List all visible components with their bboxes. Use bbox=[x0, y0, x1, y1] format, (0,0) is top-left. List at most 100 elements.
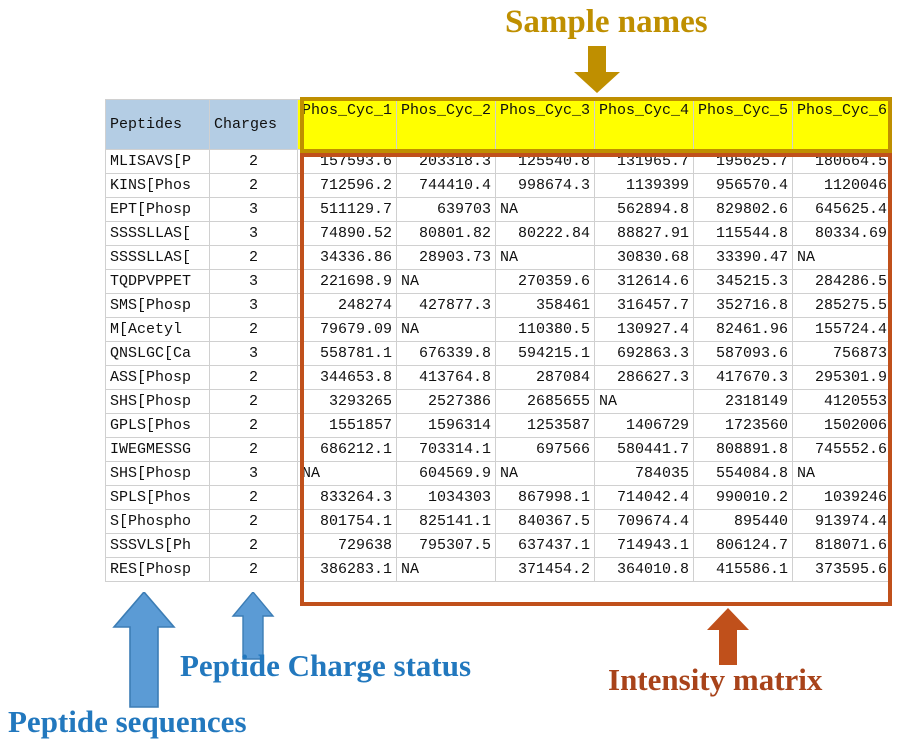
cell-intensity[interactable]: 587093.6 bbox=[693, 341, 793, 366]
cell-intensity[interactable]: 895440 bbox=[693, 509, 793, 534]
cell-charge[interactable]: 2 bbox=[209, 365, 298, 390]
cell-charge[interactable]: 2 bbox=[209, 149, 298, 174]
cell-intensity[interactable]: 558781.1 bbox=[297, 341, 397, 366]
cell-intensity[interactable]: 115544.8 bbox=[693, 221, 793, 246]
cell-intensity[interactable]: 316457.7 bbox=[594, 293, 694, 318]
cell-intensity[interactable]: 808891.8 bbox=[693, 437, 793, 462]
cell-intensity[interactable]: NA bbox=[495, 461, 595, 486]
cell-intensity[interactable]: 2527386 bbox=[396, 389, 496, 414]
cell-intensity[interactable]: 692863.3 bbox=[594, 341, 694, 366]
cell-charge[interactable]: 3 bbox=[209, 221, 298, 246]
cell-intensity[interactable]: 1551857 bbox=[297, 413, 397, 438]
cell-intensity[interactable]: 1596314 bbox=[396, 413, 496, 438]
cell-intensity[interactable]: NA bbox=[396, 557, 496, 582]
cell-intensity[interactable]: 1406729 bbox=[594, 413, 694, 438]
cell-intensity[interactable]: NA bbox=[396, 317, 496, 342]
cell-charge[interactable]: 2 bbox=[209, 317, 298, 342]
cell-charge[interactable]: 3 bbox=[209, 197, 298, 222]
cell-intensity[interactable]: 2685655 bbox=[495, 389, 595, 414]
cell-intensity[interactable]: 371454.2 bbox=[495, 557, 595, 582]
cell-intensity[interactable]: 990010.2 bbox=[693, 485, 793, 510]
cell-intensity[interactable]: 913974.4 bbox=[792, 509, 892, 534]
cell-charge[interactable]: 3 bbox=[209, 293, 298, 318]
cell-peptide[interactable]: SSSSLLAS[ bbox=[105, 245, 210, 270]
cell-peptide[interactable]: RES[Phosp bbox=[105, 557, 210, 582]
cell-peptide[interactable]: SSSVLS[Ph bbox=[105, 533, 210, 558]
cell-intensity[interactable]: 729638 bbox=[297, 533, 397, 558]
cell-intensity[interactable]: NA bbox=[396, 269, 496, 294]
cell-intensity[interactable]: 676339.8 bbox=[396, 341, 496, 366]
cell-intensity[interactable]: 795307.5 bbox=[396, 533, 496, 558]
cell-intensity[interactable]: NA bbox=[792, 461, 892, 486]
cell-intensity[interactable]: 801754.1 bbox=[297, 509, 397, 534]
column-header-peptides[interactable]: Peptides bbox=[105, 99, 210, 150]
column-header-sample-5[interactable]: Phos_Cyc_5 bbox=[693, 99, 793, 150]
cell-intensity[interactable]: 712596.2 bbox=[297, 173, 397, 198]
cell-intensity[interactable]: 33390.47 bbox=[693, 245, 793, 270]
cell-intensity[interactable]: 637437.1 bbox=[495, 533, 595, 558]
cell-intensity[interactable]: 709674.4 bbox=[594, 509, 694, 534]
cell-peptide[interactable]: SMS[Phosp bbox=[105, 293, 210, 318]
cell-intensity[interactable]: NA bbox=[495, 245, 595, 270]
cell-intensity[interactable]: 415586.1 bbox=[693, 557, 793, 582]
cell-intensity[interactable]: 714943.1 bbox=[594, 533, 694, 558]
cell-peptide[interactable]: KINS[Phos bbox=[105, 173, 210, 198]
column-header-charges[interactable]: Charges bbox=[209, 99, 298, 150]
cell-peptide[interactable]: TQDPVPPET bbox=[105, 269, 210, 294]
cell-intensity[interactable]: 285275.5 bbox=[792, 293, 892, 318]
cell-charge[interactable]: 2 bbox=[209, 509, 298, 534]
cell-intensity[interactable]: 79679.09 bbox=[297, 317, 397, 342]
cell-intensity[interactable]: 180664.5 bbox=[792, 149, 892, 174]
cell-intensity[interactable]: 784035 bbox=[594, 461, 694, 486]
cell-intensity[interactable]: 417670.3 bbox=[693, 365, 793, 390]
cell-peptide[interactable]: M[Acetyl bbox=[105, 317, 210, 342]
cell-intensity[interactable]: 998674.3 bbox=[495, 173, 595, 198]
cell-intensity[interactable]: 562894.8 bbox=[594, 197, 694, 222]
cell-intensity[interactable]: 287084 bbox=[495, 365, 595, 390]
cell-intensity[interactable]: 286627.3 bbox=[594, 365, 694, 390]
cell-intensity[interactable]: 155724.4 bbox=[792, 317, 892, 342]
cell-peptide[interactable]: MLISAVS[P bbox=[105, 149, 210, 174]
cell-peptide[interactable]: SSSSLLAS[ bbox=[105, 221, 210, 246]
cell-charge[interactable]: 2 bbox=[209, 437, 298, 462]
cell-intensity[interactable]: 1253587 bbox=[495, 413, 595, 438]
cell-charge[interactable]: 3 bbox=[209, 341, 298, 366]
cell-peptide[interactable]: SHS[Phosp bbox=[105, 461, 210, 486]
cell-intensity[interactable]: 88827.91 bbox=[594, 221, 694, 246]
cell-intensity[interactable]: 604569.9 bbox=[396, 461, 496, 486]
cell-intensity[interactable]: 818071.6 bbox=[792, 533, 892, 558]
cell-intensity[interactable]: 110380.5 bbox=[495, 317, 595, 342]
cell-intensity[interactable]: 686212.1 bbox=[297, 437, 397, 462]
cell-intensity[interactable]: 714042.4 bbox=[594, 485, 694, 510]
cell-peptide[interactable]: SHS[Phosp bbox=[105, 389, 210, 414]
spreadsheet[interactable]: Peptides Charges Phos_Cyc_1 Phos_Cyc_2 P… bbox=[105, 99, 892, 582]
cell-intensity[interactable]: 157593.6 bbox=[297, 149, 397, 174]
cell-intensity[interactable]: 195625.7 bbox=[693, 149, 793, 174]
cell-intensity[interactable]: 74890.52 bbox=[297, 221, 397, 246]
cell-intensity[interactable]: 3293265 bbox=[297, 389, 397, 414]
cell-intensity[interactable]: 1723560 bbox=[693, 413, 793, 438]
cell-intensity[interactable]: 840367.5 bbox=[495, 509, 595, 534]
cell-peptide[interactable]: EPT[Phosp bbox=[105, 197, 210, 222]
cell-intensity[interactable]: 284286.5 bbox=[792, 269, 892, 294]
cell-intensity[interactable]: NA bbox=[594, 389, 694, 414]
cell-peptide[interactable]: ASS[Phosp bbox=[105, 365, 210, 390]
cell-intensity[interactable]: 639703 bbox=[396, 197, 496, 222]
cell-intensity[interactable]: 1502006 bbox=[792, 413, 892, 438]
cell-peptide[interactable]: SPLS[Phos bbox=[105, 485, 210, 510]
cell-intensity[interactable]: 829802.6 bbox=[693, 197, 793, 222]
cell-intensity[interactable]: 312614.6 bbox=[594, 269, 694, 294]
cell-intensity[interactable]: 833264.3 bbox=[297, 485, 397, 510]
cell-intensity[interactable]: 80222.84 bbox=[495, 221, 595, 246]
